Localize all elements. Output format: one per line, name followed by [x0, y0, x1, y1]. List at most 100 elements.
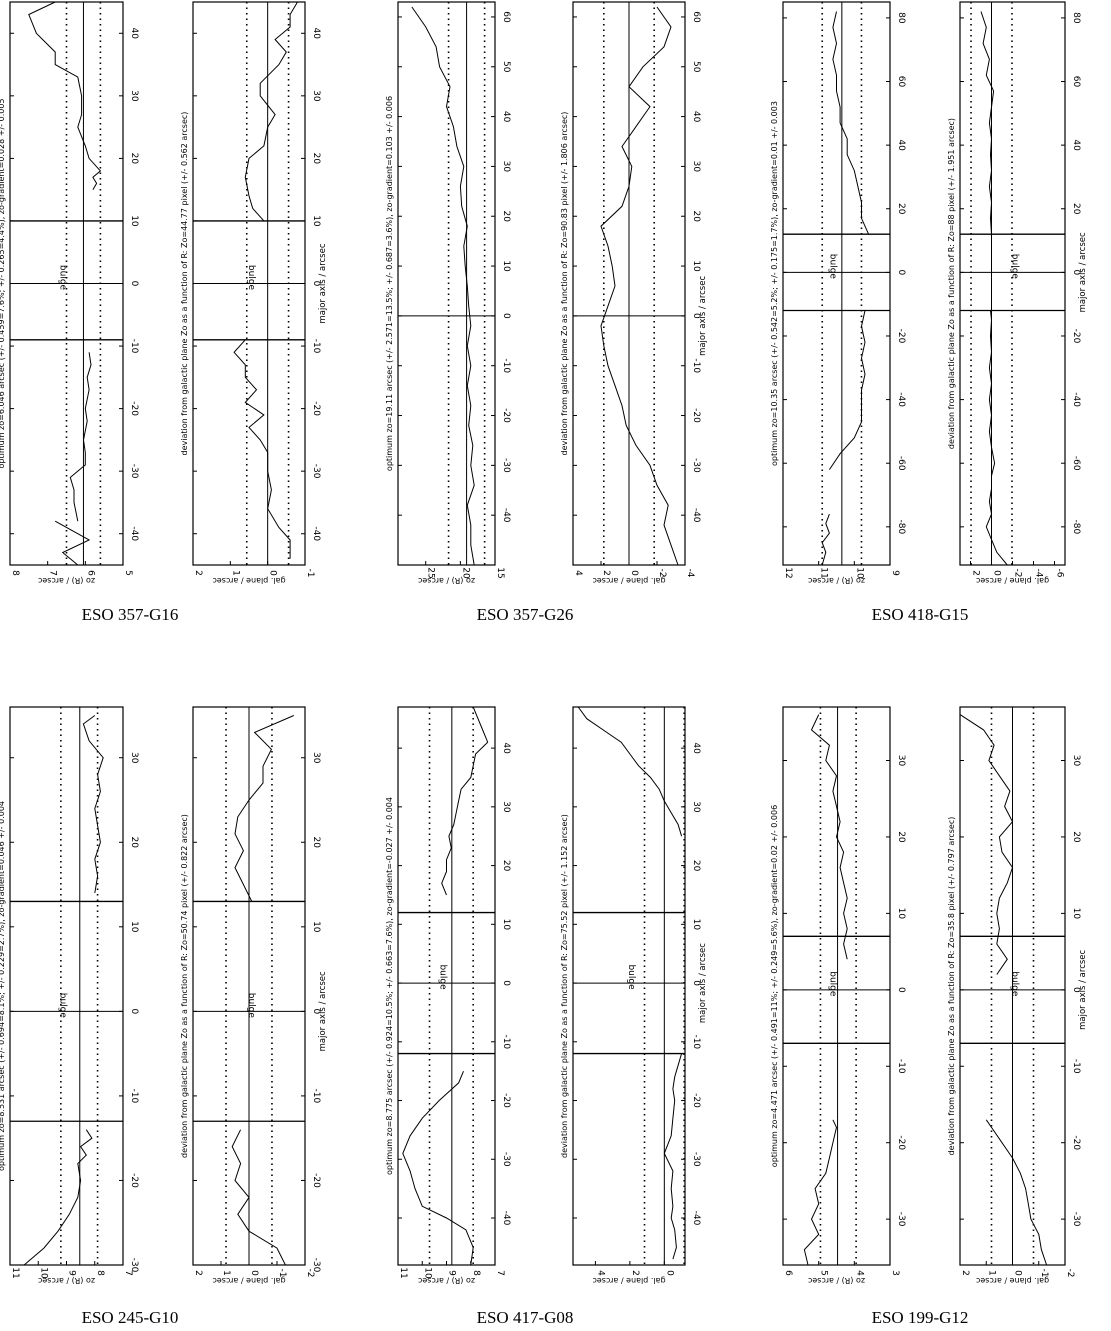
x-tick-label: -30	[896, 1212, 906, 1227]
x-tick-label: -30	[501, 458, 511, 473]
y-tick-label: 7	[123, 1270, 133, 1276]
data-series-1	[803, 1119, 838, 1266]
data-series-2	[244, 1, 298, 222]
panel-title: optimum zo=6.046 arcsec (+/- 0.459=7.6%;…	[0, 98, 6, 468]
x-tick-label: -60	[1071, 456, 1081, 471]
bulge-label: bulge	[58, 265, 68, 291]
x-tick-label: -10	[691, 1034, 701, 1049]
y-axis-label: zo (R) / arcsec	[418, 576, 475, 585]
x-tick-label: -40	[691, 508, 701, 523]
x-tick-label: 10	[311, 921, 321, 933]
panel-title: optimum zo=19.11 arcsec (+/- 2.571=13.5%…	[385, 96, 394, 471]
x-tick-label: -40	[501, 1211, 511, 1226]
x-tick-label: -10	[691, 358, 701, 373]
y-axis-label: gal. plane / arcsec	[592, 1276, 665, 1285]
y-tick-label: 11	[10, 1267, 20, 1278]
y-tick-label: 7	[48, 570, 58, 576]
x-tick-label: 30	[129, 90, 139, 102]
x-tick-label: 20	[501, 860, 511, 872]
panel-title: deviation from galactic plane Zo as a fu…	[947, 817, 956, 1156]
x-tick-label: 50	[691, 61, 701, 73]
bulge-label: bulge	[828, 971, 838, 997]
y-tick-label: 0	[249, 1270, 259, 1276]
x-tick-label: 0	[1071, 270, 1081, 276]
data-series-2	[980, 11, 995, 235]
x-tick-label: 10	[501, 260, 511, 272]
x-tick-label: 0	[501, 980, 511, 986]
data-series-2	[234, 715, 294, 902]
y-tick-label: -2	[657, 569, 667, 578]
y-tick-label: 0	[629, 570, 639, 576]
x-tick-label: -40	[129, 526, 139, 541]
x-tick-label: -30	[129, 1258, 139, 1273]
panel-frame	[397, 1, 496, 566]
x-tick-label: 30	[691, 161, 701, 173]
y-tick-label: 2	[193, 570, 203, 576]
x-tick-label: -30	[311, 1258, 321, 1273]
x-tick-label: -20	[311, 401, 321, 416]
x-tick-label: 0	[311, 281, 321, 287]
y-tick-label: 2	[630, 1270, 640, 1276]
y-tick-label: -4	[1034, 569, 1044, 578]
data-series-1	[821, 513, 830, 566]
x-tick-label: 10	[896, 908, 906, 920]
y-tick-label: 9	[447, 1270, 457, 1276]
y-tick-label: 6	[85, 570, 95, 576]
x-tick-label: -40	[691, 1211, 701, 1226]
x-tick-label: -10	[311, 339, 321, 354]
x-tick-label: 0	[501, 313, 511, 319]
x-tick-label: -20	[129, 1173, 139, 1188]
bulge-label: bulge	[246, 993, 256, 1019]
data-series-2	[810, 714, 848, 960]
x-tick-label: 60	[501, 11, 511, 23]
y-tick-label: -2	[1013, 569, 1023, 578]
x-tick-label: -20	[501, 408, 511, 423]
x-axis-label: major axis / arcsec	[698, 943, 708, 1023]
data-series-2	[82, 715, 104, 894]
x-tick-label: -20	[896, 329, 906, 344]
y-axis-label: zo (R) / arcsec	[808, 576, 865, 585]
y-tick-label: 3	[890, 1270, 900, 1276]
x-tick-label: 40	[129, 28, 139, 40]
x-tick-label: 60	[1071, 76, 1081, 88]
x-tick-label: 10	[691, 919, 701, 931]
x-tick-label: 60	[691, 11, 701, 23]
x-tick-label: 40	[311, 28, 321, 40]
x-tick-label: -30	[1071, 1212, 1081, 1227]
x-tick-label: 50	[501, 61, 511, 73]
y-tick-label: 0	[664, 1270, 674, 1276]
y-axis-label: gal. plane / arcsec	[592, 576, 665, 585]
panel-title: deviation from galactic plane Zo as a fu…	[560, 814, 569, 1158]
x-tick-label: -20	[129, 401, 139, 416]
bulge-label: bulge	[626, 964, 636, 990]
y-axis-label: zo (R) / arcsec	[418, 1276, 475, 1285]
y-tick-label: 10	[854, 567, 864, 579]
x-tick-label: 30	[311, 752, 321, 764]
x-tick-label: 0	[311, 1008, 321, 1014]
panel-title: optimum zo=4.471 arcsec (+/- 0.491=11%; …	[770, 805, 779, 1167]
y-tick-label: 8	[10, 570, 20, 576]
x-tick-label: 20	[691, 211, 701, 223]
y-axis-label: gal. plane / arcsec	[976, 576, 1049, 585]
x-tick-label: -40	[311, 526, 321, 541]
x-tick-label: 20	[1071, 831, 1081, 843]
x-tick-label: -20	[896, 1135, 906, 1150]
x-tick-label: 0	[896, 270, 906, 276]
panel-title: optimum zo=8.531 arcsec (+/- 0.694=8.1%;…	[0, 801, 6, 1171]
y-axis-label: gal. plane / arcsec	[976, 1276, 1049, 1285]
galaxy-caption: ESO 245-G10	[81, 1308, 179, 1327]
panel-frame	[572, 706, 686, 1266]
x-tick-label: -20	[1071, 1135, 1081, 1150]
y-tick-label: 6	[783, 1270, 793, 1276]
x-tick-label: -10	[1071, 1059, 1081, 1074]
x-tick-label: -20	[691, 1093, 701, 1108]
y-tick-label: 10	[422, 1267, 432, 1279]
y-tick-label: 0	[992, 570, 1002, 576]
